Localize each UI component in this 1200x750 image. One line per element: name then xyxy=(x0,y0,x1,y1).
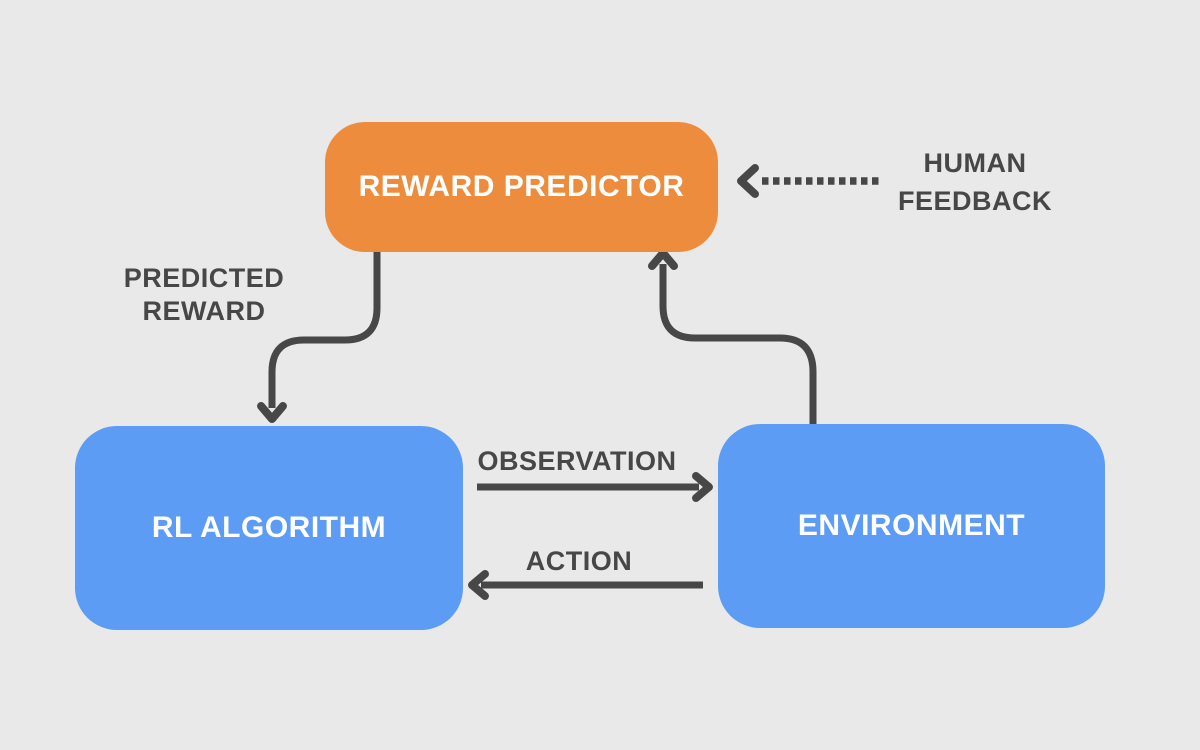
human-feedback-arrow xyxy=(737,164,881,198)
observation-arrow xyxy=(477,472,713,502)
node-rl-algorithm: RL ALGORITHM xyxy=(75,426,463,630)
node-environment: ENVIRONMENT xyxy=(718,424,1105,628)
human-feedback-label: HUMAN FEEDBACK xyxy=(897,148,1052,216)
predicted-reward-label: PREDICTED REWARD xyxy=(123,263,285,326)
node-rl-algorithm-label: RL ALGORITHM xyxy=(151,511,387,544)
environment-to-reward-predictor-arrow xyxy=(648,249,817,424)
node-reward-predictor: REWARD PREDICTOR xyxy=(325,122,718,252)
node-environment-label: ENVIRONMENT xyxy=(797,509,1026,542)
node-reward-predictor-label: REWARD PREDICTOR xyxy=(358,170,685,203)
action-label: ACTION xyxy=(525,546,633,576)
observation-label: OBSERVATION xyxy=(477,446,677,476)
action-arrow xyxy=(468,570,703,600)
predicted-reward-arrow xyxy=(257,252,381,423)
